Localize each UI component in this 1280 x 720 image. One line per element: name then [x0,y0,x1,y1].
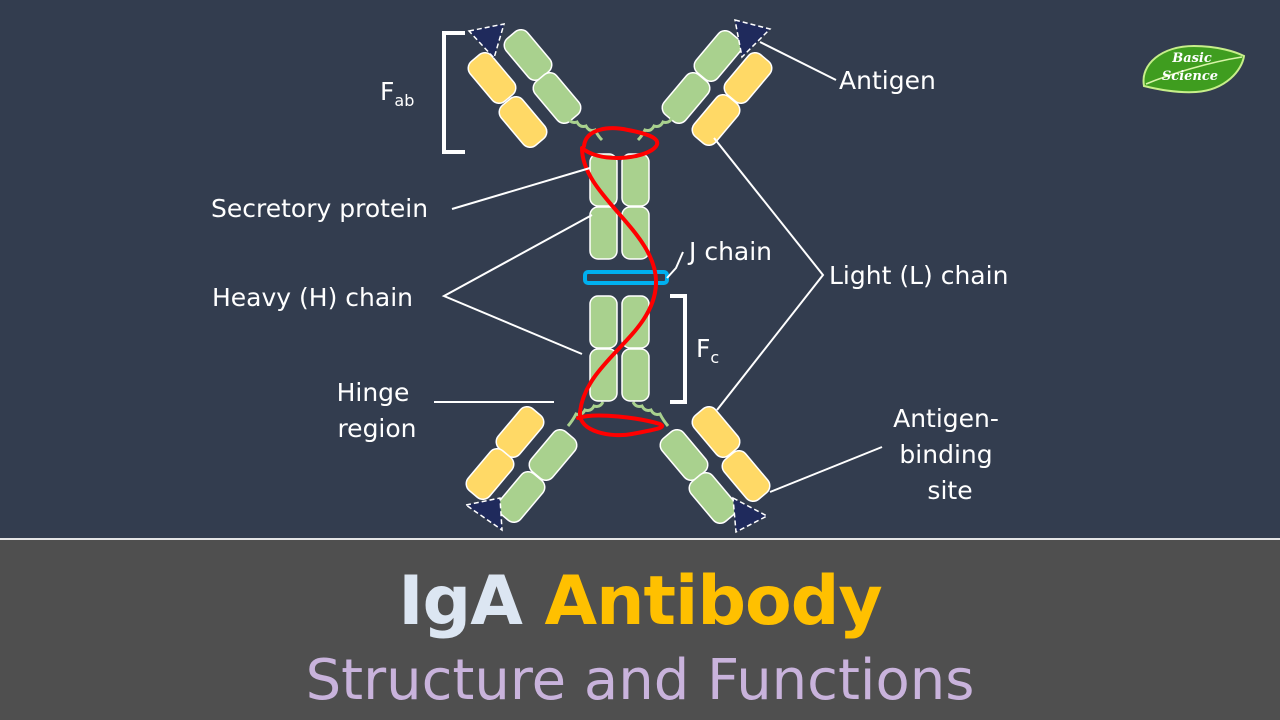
iga-antibody-diagram: Fab Antigen Secretory protein J chain He… [211,18,1246,534]
fab-arm-lower-right [659,406,771,534]
title-banner: IgA Antibody Structure and Functions [0,538,1280,720]
fab-label: Fab [380,77,414,110]
antigen-marker [464,497,503,532]
light-chain-leader [713,137,825,411]
fc-bracket [670,294,687,404]
title: IgA Antibody [0,562,1280,642]
antigen-leader [759,41,837,81]
j-chain-leader [666,251,684,279]
heavy-chain-domain [589,348,618,402]
light-chain-domain [721,450,771,502]
heavy-chain-domain [688,472,738,524]
antigen-label: Antigen [839,66,936,95]
heavy-chain-domain [496,471,546,523]
logo-text-line2: Science [1162,69,1218,84]
light-chain-domain [691,406,741,458]
hinge-squiggle [566,117,604,142]
secretory-leader [451,167,591,210]
heavy-chain-domain [532,72,582,124]
j-chain-label: J chain [687,237,772,266]
leader-lines [434,41,883,493]
logo-text-line1: Basic [1171,51,1212,66]
heavy-chain-domain [621,348,650,402]
antigen-marker [467,23,506,60]
heavy-chain-domain [621,153,650,207]
antigen-marker [734,18,772,59]
hinge-squiggle [566,401,605,427]
fc-label: Fc [696,334,719,367]
antigen-marker [732,496,769,534]
hinge-squiggle [631,401,670,427]
heavy-chain-domain [661,72,711,124]
light-chain-domain [498,96,548,148]
light-chain-domain [465,448,515,500]
basic-science-logo: Basic Science [1142,44,1246,94]
secretory-protein [576,126,664,438]
binding-site-leader [769,446,883,493]
fc-stalk-lower [589,295,650,402]
heavy-chain-domain [589,206,618,260]
fab-arm-lower-left [464,406,578,532]
fab-arm-upper-left [467,23,582,148]
heavy-chain-label: Heavy (H) chain [212,283,413,312]
title-antibody: Antibody [544,562,883,641]
diagram-labels: Fab Antigen Secretory protein J chain He… [211,66,1008,505]
title-igA: IgA [398,562,523,641]
heavy-chain-domain [589,295,618,349]
leaf-icon [1142,44,1246,94]
light-chain-domain [467,52,517,104]
light-chain-label: Light (L) chain [829,261,1008,290]
secretory-protein-label: Secretory protein [211,194,428,223]
heavy-chain-domain [589,153,618,207]
light-chain-domain [691,94,741,146]
subtitle: Structure and Functions [305,648,975,713]
fab-bracket [442,31,465,154]
hinge-region-label: Hinge region [337,378,418,443]
fab-arm-upper-right [661,18,773,146]
leaf-vein [1145,56,1243,85]
antigen-binding-site-label: Antigen- binding site [893,404,1007,505]
heavy-chain-leader [441,214,593,355]
